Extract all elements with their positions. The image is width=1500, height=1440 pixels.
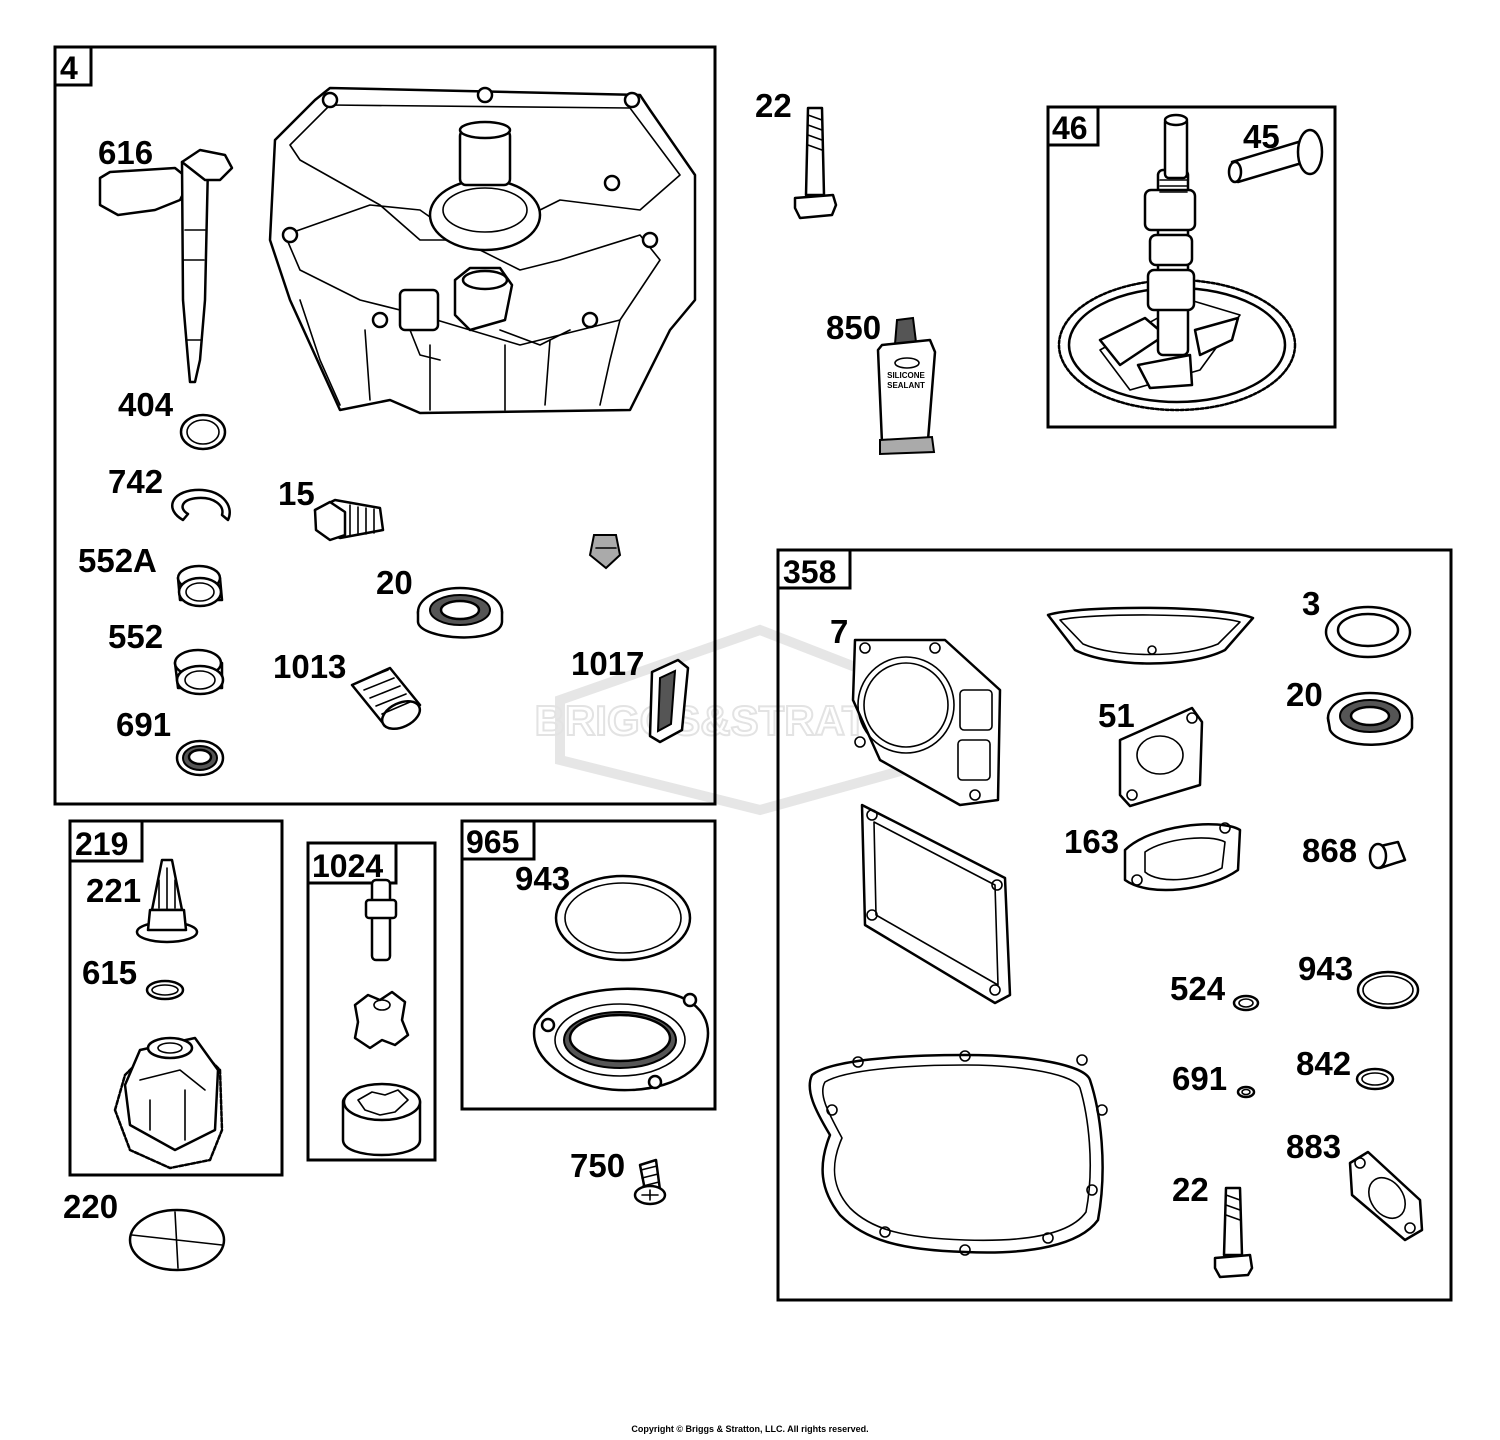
o-ring-404 [179,413,227,451]
callout-750: 750 [570,1147,625,1184]
intake-gasket-51 [1118,706,1204,808]
group-box-4 [53,45,717,806]
callout-404: 404 [118,386,174,423]
pin-45 [1227,128,1324,184]
callout-7: 7 [830,613,848,650]
group-tag-46: 46 [1052,110,1088,146]
sleeve-868 [1368,840,1407,870]
governor-shaft-616 [98,148,234,384]
drain-plug-15 [313,498,385,542]
callout-22-b: 22 [1172,1171,1209,1208]
callout-868: 868 [1302,832,1357,869]
callout-3: 3 [1302,585,1320,622]
group-tag-1024: 1024 [312,848,383,884]
callout-850: 850 [826,309,881,346]
callout-552: 552 [108,618,163,655]
callout-615: 615 [82,954,137,991]
breather-gasket [1046,606,1255,665]
governor-cup-221 [135,858,199,944]
o-ring-943-a [554,874,692,962]
group-tag-box-46 [1046,105,1100,147]
callout-15: 15 [278,475,315,512]
group-box-358 [776,548,1453,1302]
oil-seal-3 [1324,605,1412,659]
callout-22-a: 22 [755,87,792,124]
callout-20-a: 20 [376,564,413,601]
sealant-label-line2: SEALANT [887,381,925,390]
crankcase-gasket [808,1050,1108,1256]
callout-883: 883 [1286,1128,1341,1165]
o-ring-524 [1232,994,1260,1012]
callout-220: 220 [63,1188,118,1225]
sealant-label-line1: SILICONE [887,371,925,380]
cylinder-head-gasket-7 [851,638,1002,807]
callout-1013: 1013 [273,648,346,685]
filter-adapter-965 [532,987,710,1092]
bearing-20-b [1326,691,1414,746]
callout-616: 616 [98,134,153,171]
dipstick-plug [588,534,622,570]
e-ring-742 [171,488,231,522]
threaded-insert-1013 [350,666,422,731]
callout-691-a: 691 [116,706,171,743]
callout-221: 221 [86,872,141,909]
group-tag-box-219 [68,819,144,863]
callout-552a: 552A [78,542,157,579]
group-tag-219: 219 [75,826,128,862]
oil-pump-rotor-1024 [341,878,422,1157]
camshaft-gear-46 [1057,113,1297,412]
oil-filter-screen-1017 [648,658,690,744]
bolt-22-a [793,106,838,220]
callout-163: 163 [1064,823,1119,860]
callout-742: 742 [108,463,163,500]
bushing-552a [176,564,224,608]
group-tag-box-1024 [306,841,398,885]
bearing-20-a [416,586,504,639]
crankcase-cover-illustration [268,86,697,415]
group-tag-box-358 [776,548,852,590]
callout-842: 842 [1296,1045,1351,1082]
group-tag-box-965 [460,819,536,861]
thrust-washer-220 [128,1208,226,1272]
bolt-22-b [1213,1186,1254,1279]
callout-691-b: 691 [1172,1060,1227,1097]
callout-1017: 1017 [571,645,644,682]
screw-750 [633,1158,667,1206]
governor-gear-assembly [113,1036,224,1170]
gasket-163 [1123,822,1242,892]
group-box-46 [1046,105,1337,429]
rocker-cover-gasket [860,803,1012,1005]
copyright-notice: Copyright © Briggs & Stratton, LLC. All … [631,1424,869,1434]
group-box-219 [68,819,284,1177]
group-tag-4: 4 [60,50,78,86]
group-tag-358: 358 [783,554,836,590]
callout-51: 51 [1098,697,1135,734]
callout-524: 524 [1170,970,1226,1007]
group-box-965 [460,819,717,1111]
seal-691 [175,739,225,777]
callout-943-a: 943 [515,860,570,897]
callout-20-b: 20 [1286,676,1323,713]
o-ring-842 [1355,1067,1395,1091]
group-tag-box-4 [53,45,93,87]
group-tag-965: 965 [466,824,519,860]
silicone-sealant-tube-850: SILICONE SEALANT [876,316,937,456]
seal-691-b [1236,1085,1256,1099]
exhaust-gasket-883 [1348,1150,1424,1242]
bushing-552 [173,648,225,696]
o-ring-943-b [1356,970,1420,1010]
retaining-ring-615 [145,979,185,1001]
callout-943-b: 943 [1298,950,1353,987]
callout-45: 45 [1243,118,1280,155]
